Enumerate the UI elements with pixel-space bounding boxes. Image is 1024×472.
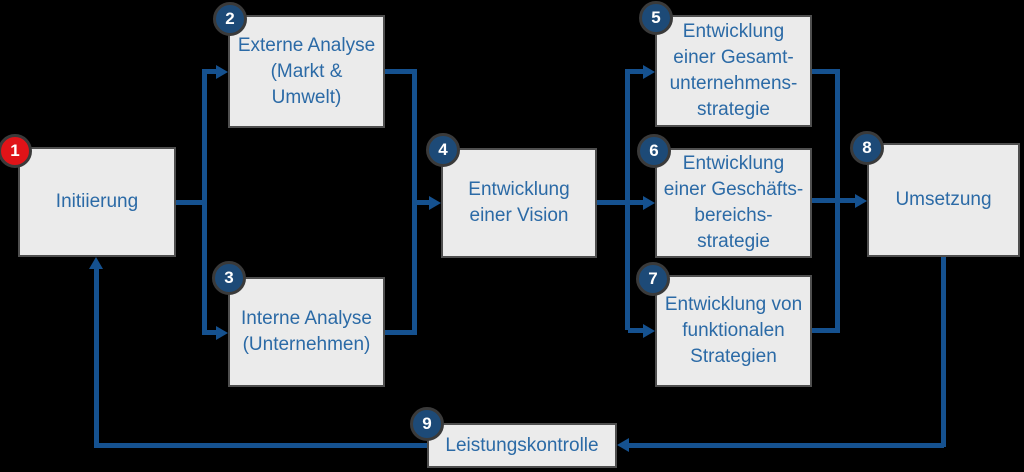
connector-funktionale-out — [812, 328, 840, 333]
node-umsetzung: Umsetzung — [867, 143, 1020, 257]
node-geschaeftsbereichsstrategie: Entwicklung einer Geschäfts- bereichs- s… — [655, 148, 812, 258]
node-gesamtunternehmensstrategie: Entwicklung einer Gesamt- unternehmens- … — [655, 15, 812, 127]
step-number: 3 — [224, 268, 234, 287]
arrowhead-into-vision — [429, 196, 441, 210]
step-badge-7: 7 — [636, 262, 670, 296]
connector-to-funktionale — [628, 328, 643, 333]
step-number: 5 — [651, 8, 661, 27]
connector-interne-out — [385, 330, 415, 335]
step-badge-6: 6 — [637, 134, 671, 168]
step-number: 7 — [648, 269, 658, 288]
node-funktionale-strategien: Entwicklung von funktionalen Strategien — [655, 275, 812, 387]
node-label: Entwicklung einer Gesamt- unternehmens- … — [669, 21, 798, 120]
node-label: Initiierung — [55, 191, 139, 212]
connector-to-geschaeftsstrategie — [628, 200, 643, 205]
connector-initiierung-out — [176, 200, 207, 205]
connector-to-umsetzung — [812, 198, 855, 203]
arrowhead-into-externe — [216, 65, 228, 79]
arrowhead-into-umsetzung — [855, 194, 867, 208]
step-badge-8: 8 — [850, 131, 884, 165]
connector-split-right-vertical — [625, 69, 630, 330]
node-vision: Entwicklung einer Vision — [441, 148, 597, 258]
step-number: 8 — [862, 138, 872, 157]
node-leistungskontrolle: Leistungskontrolle — [427, 423, 617, 468]
connector-externe-out — [385, 69, 415, 74]
arrowhead-into-funktionale — [643, 324, 655, 338]
node-label: Leistungskontrolle — [445, 434, 599, 456]
connector-to-interne — [205, 330, 218, 335]
node-initiierung: Initiierung — [18, 147, 176, 257]
arrowhead-into-leistungskontrolle — [617, 438, 629, 452]
step-number: 9 — [422, 414, 432, 433]
node-externe-analyse: Externe Analyse (Markt & Umwelt) — [228, 15, 385, 128]
connector-to-gesamtstrategie — [628, 69, 643, 74]
step-number: 2 — [225, 9, 235, 28]
arrowhead-into-interne — [216, 326, 228, 340]
connector-feedback-up — [94, 267, 99, 448]
step-badge-3: 3 — [212, 261, 246, 295]
connector-leistungskontrolle-out — [94, 443, 427, 448]
connector-vision-out — [597, 200, 628, 205]
arrowhead-into-gesamtstrategie — [643, 65, 655, 79]
connector-to-externe — [205, 69, 218, 74]
connector-umsetzung-down — [941, 257, 946, 447]
connector-gesamtstrategie-out — [812, 69, 840, 74]
step-number: 1 — [10, 141, 20, 160]
step-number: 6 — [649, 141, 659, 160]
step-number: 4 — [438, 140, 448, 159]
node-interne-analyse: Interne Analyse (Unternehmen) — [228, 277, 385, 387]
connector-merge-left-vertical — [412, 69, 417, 335]
node-label: Interne Analyse (Unternehmen) — [241, 308, 372, 355]
step-badge-5: 5 — [639, 1, 673, 35]
step-badge-1: 1 — [0, 134, 32, 168]
node-label: Entwicklung von funktionalen Strategien — [664, 294, 803, 367]
node-label: Entwicklung einer Vision — [468, 179, 570, 226]
node-label: Umsetzung — [895, 189, 992, 210]
connector-to-leistungskontrolle — [629, 443, 944, 448]
arrowhead-into-initiierung — [89, 257, 103, 269]
step-badge-2: 2 — [213, 2, 247, 36]
connector-to-vision — [415, 200, 429, 205]
step-badge-9: 9 — [410, 407, 444, 441]
arrowhead-into-geschaeftsstrategie — [643, 196, 655, 210]
connector-split-left-vertical — [202, 69, 207, 335]
step-badge-4: 4 — [426, 133, 460, 167]
node-label: Externe Analyse (Markt & Umwelt) — [237, 34, 376, 108]
node-label: Entwicklung einer Geschäfts- bereichs- s… — [663, 153, 804, 252]
